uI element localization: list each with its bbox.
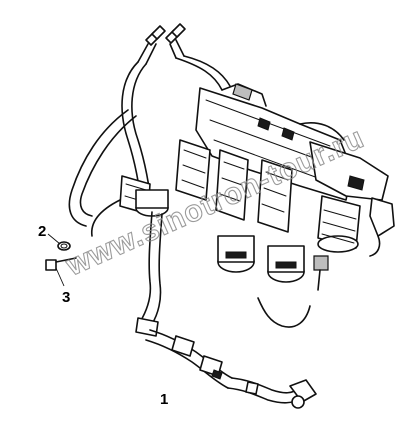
callout-label-2: 2 [38,223,46,240]
callout-leaders [47,233,65,287]
fuel-filter-assembly [309,141,395,291]
injector-bodies [119,139,293,233]
lower-harness [135,211,317,409]
callout-label-3: 3 [62,289,70,306]
callout-label-1: 1 [160,391,168,408]
small-clamp-part [45,241,77,271]
top-hose-connectors [137,23,186,65]
